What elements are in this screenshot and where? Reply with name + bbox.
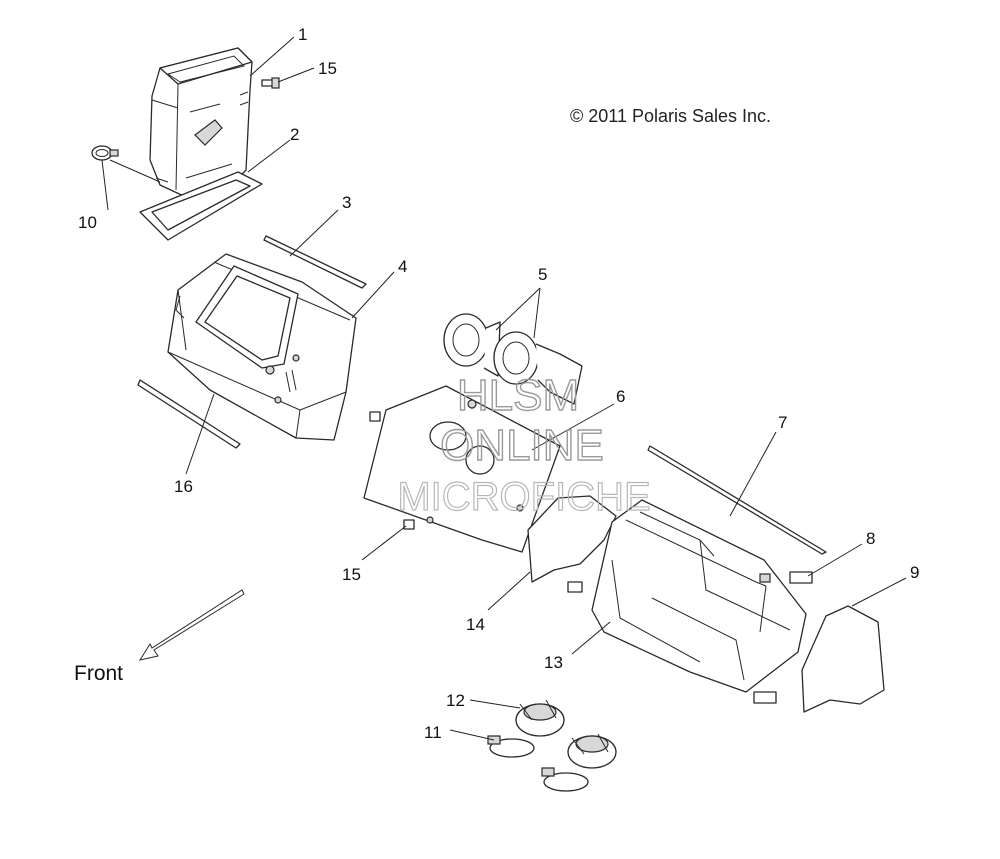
callout-5: 5 xyxy=(538,265,547,284)
callout-1: 1 xyxy=(298,25,307,44)
watermark-line-3: MICROFICHE xyxy=(397,475,650,519)
callout-7: 7 xyxy=(778,413,787,432)
part-16-filter-strip[interactable] xyxy=(137,379,241,449)
part-13-airbox-base[interactable] xyxy=(591,499,807,693)
callout-4: 4 xyxy=(398,257,407,276)
part-6-mounting-plate[interactable] xyxy=(363,385,561,553)
part-2-gasket[interactable] xyxy=(139,171,263,241)
part-12-couplers[interactable] xyxy=(515,699,617,769)
callout-6: 6 xyxy=(616,387,625,406)
callout-9: 9 xyxy=(910,563,919,582)
part-8-grommets[interactable] xyxy=(567,571,813,704)
part-15-screw-lower[interactable] xyxy=(369,411,415,530)
part-3-filter-strip[interactable] xyxy=(263,235,367,289)
watermark-line-1: HLSM xyxy=(457,371,579,420)
part-1-intake-duct[interactable] xyxy=(149,47,253,199)
watermark: HLSM ONLINE MICROFICHE xyxy=(397,370,652,519)
part-5-intake-boots[interactable] xyxy=(443,313,583,405)
part-10-clamp[interactable] xyxy=(91,145,119,161)
callout-11: 11 xyxy=(424,723,442,742)
callout-2: 2 xyxy=(290,125,299,144)
callout-3: 3 xyxy=(342,193,351,212)
leader-lines xyxy=(101,36,907,741)
callout-12: 12 xyxy=(446,691,465,710)
part-14-gasket-pad[interactable] xyxy=(527,495,617,583)
part-4-airbox-cover[interactable] xyxy=(167,253,357,441)
copyright-notice: © 2011 Polaris Sales Inc. xyxy=(570,106,771,126)
callout-numbers: 1 15 2 10 3 4 5 6 7 8 9 16 15 14 13 12 1… xyxy=(78,25,919,742)
front-direction-arrow xyxy=(138,589,245,661)
callout-8: 8 xyxy=(866,529,875,548)
callout-16: 16 xyxy=(174,477,193,496)
callout-15-upper: 15 xyxy=(318,59,337,78)
callout-14: 14 xyxy=(466,615,485,634)
callout-10: 10 xyxy=(78,213,97,232)
part-7-filter-strip[interactable] xyxy=(647,445,827,555)
watermark-line-2: ONLINE xyxy=(440,421,604,470)
callout-13: 13 xyxy=(544,653,563,672)
front-label: Front xyxy=(74,662,123,685)
part-9-seal-pad[interactable] xyxy=(801,605,885,713)
part-15-screw-upper[interactable] xyxy=(261,77,280,89)
callout-15-lower: 15 xyxy=(342,565,361,584)
